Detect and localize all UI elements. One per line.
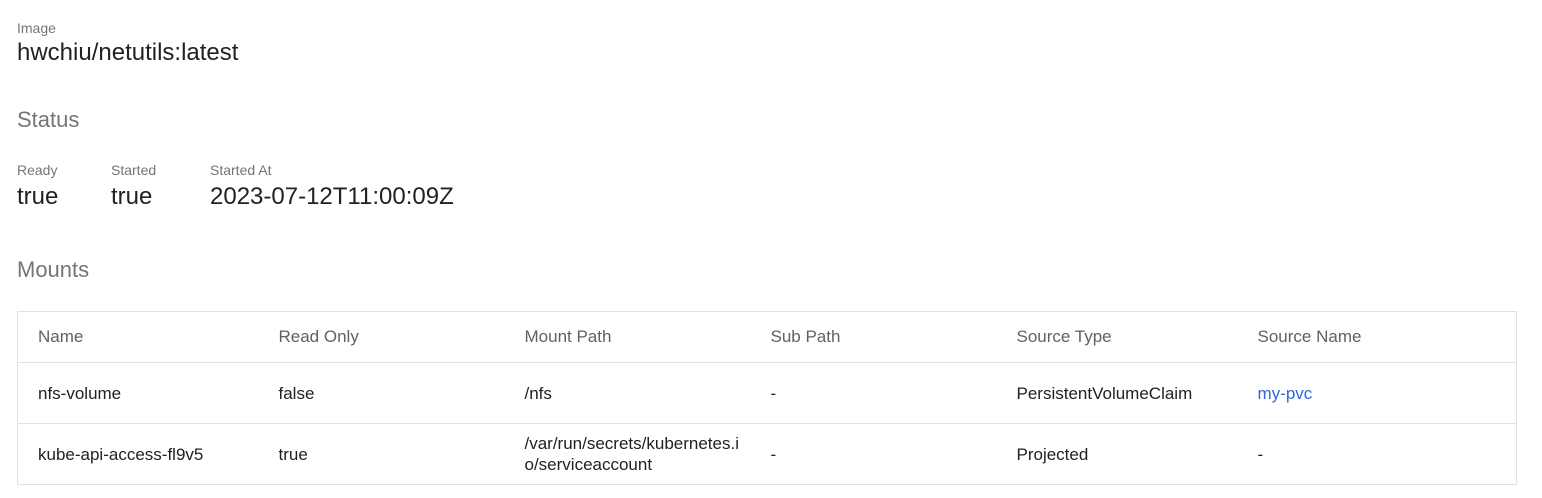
column-header-read-only[interactable]: Read Only xyxy=(278,327,359,346)
cell-sub-path: - xyxy=(770,444,777,464)
column-header-name[interactable]: Name xyxy=(38,327,84,346)
status-started-label: Started xyxy=(111,162,157,178)
status-started-at-label: Started At xyxy=(210,162,272,178)
cell-source-name: - xyxy=(1257,444,1264,464)
status-started-value: true xyxy=(111,183,153,210)
cell-mount-path: /nfs xyxy=(524,383,552,403)
status-ready: Ready true xyxy=(17,162,111,211)
table-header-row: Name Read Only Mount Path Sub Path Sourc… xyxy=(18,312,1517,363)
image-value: hwchiu/netutils:latest xyxy=(17,39,239,66)
status-ready-value: true xyxy=(17,183,59,210)
table-row: kube-api-access-fl9v5 true /var/run/secr… xyxy=(17,423,1517,485)
source-name-link[interactable]: my-pvc xyxy=(1257,383,1313,403)
cell-mount-path: /var/run/secrets/kubernetes.io/serviceac… xyxy=(524,434,739,474)
cell-read-only: false xyxy=(278,383,315,403)
image-block: Image hwchiu/netutils:latest xyxy=(17,20,238,67)
status-section-title: Status xyxy=(17,107,80,132)
cell-source-type: PersistentVolumeClaim xyxy=(1016,383,1193,403)
image-label: Image xyxy=(17,20,56,36)
column-header-mount-path[interactable]: Mount Path xyxy=(524,327,612,346)
status-started-at-value: 2023-07-12T11:00:09Z xyxy=(210,183,454,210)
column-header-source-name[interactable]: Source Name xyxy=(1257,327,1362,346)
cell-read-only: true xyxy=(278,444,308,464)
column-header-source-type[interactable]: Source Type xyxy=(1016,327,1112,346)
status-row: Ready true Started true Started At 2023-… xyxy=(17,162,454,211)
status-ready-label: Ready xyxy=(17,162,58,178)
cell-source-type: Projected xyxy=(1016,444,1089,464)
mounts-section-title: Mounts xyxy=(17,257,90,282)
column-header-sub-path[interactable]: Sub Path xyxy=(770,327,841,346)
status-started-at: Started At 2023-07-12T11:00:09Z xyxy=(210,162,454,211)
cell-sub-path: - xyxy=(770,383,777,403)
status-started: Started true xyxy=(111,162,210,211)
table-row: nfs-volume false /nfs - PersistentVolume… xyxy=(17,362,1517,424)
cell-name: kube-api-access-fl9v5 xyxy=(38,444,204,464)
cell-source-name: my-pvc xyxy=(1238,363,1517,424)
cell-name: nfs-volume xyxy=(38,383,122,403)
mounts-table: Name Read Only Mount Path Sub Path Sourc… xyxy=(17,311,1517,485)
